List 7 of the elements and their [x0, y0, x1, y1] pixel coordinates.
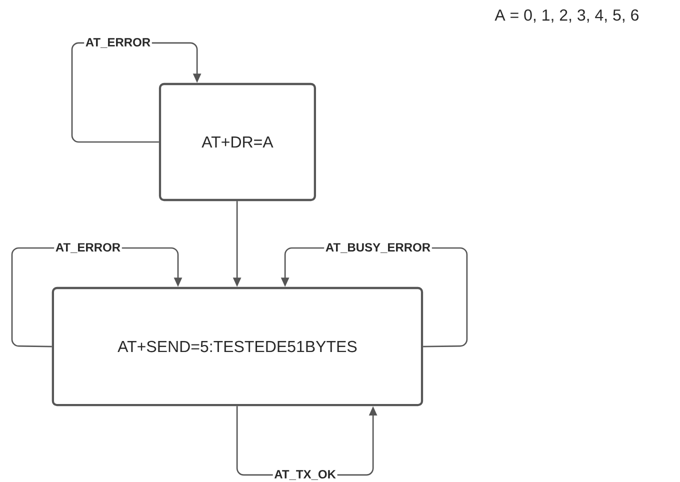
- edge-label: AT_BUSY_ERROR: [324, 242, 432, 254]
- edge-label: AT_ERROR: [54, 242, 122, 254]
- process-box: AT+SEND=5:TESTEDE51BYTES: [52, 286, 424, 406]
- note-text: A = 0, 1, 2, 3, 4, 5, 6: [494, 9, 638, 23]
- edge-label: AT_ERROR: [84, 36, 152, 50]
- process-box: AT+DR=A: [158, 82, 316, 202]
- edge-label: AT_TX_OK: [272, 468, 338, 482]
